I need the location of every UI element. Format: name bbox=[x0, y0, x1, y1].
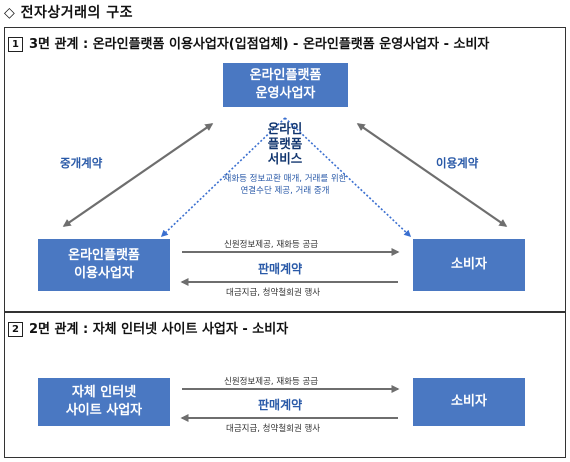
panel-two-party bbox=[4, 312, 566, 458]
user-line1: 온라인플랫폼 bbox=[68, 248, 140, 263]
service-title-line3: 서비스 bbox=[267, 151, 303, 166]
panel1-title: 1 3면 관계 : 온라인플랫폼 이용사업자(입점업체) - 온라인플랫폼 운영사… bbox=[8, 33, 489, 52]
platform-service-desc: 재화등 정보교환 매개, 거래를 위한 연결수단 제공, 거래 중개 bbox=[200, 173, 370, 197]
panel1-number: 1 bbox=[8, 37, 23, 52]
operator-line2: 운영사업자 bbox=[255, 86, 316, 101]
panel2-number: 2 bbox=[8, 322, 23, 337]
service-title-line1: 온라인 bbox=[267, 121, 303, 136]
user-line2: 이용사업자 bbox=[74, 266, 134, 281]
sale-contract-label-p1: 판매계약 bbox=[258, 262, 303, 276]
business-line2: 사이트 사업자 bbox=[65, 403, 143, 418]
panel-three-party bbox=[4, 27, 566, 312]
page-heading: ◇ 전자상거래의 구조 bbox=[4, 5, 134, 21]
supply-text-p2: 신원정보제공, 재화등 공급 bbox=[224, 377, 319, 387]
platform-service-title: 온라인 플랫폼 서비스 bbox=[255, 121, 315, 166]
consumer-label-p1: 소비자 bbox=[451, 257, 487, 272]
sale-contract-label-p2: 판매계약 bbox=[258, 398, 303, 412]
usage-contract-label: 이용계약 bbox=[436, 156, 479, 170]
operator-line1: 온라인플랫폼 bbox=[249, 68, 322, 83]
supply-text-p1: 신원정보제공, 재화등 공급 bbox=[224, 240, 319, 250]
consumer-box-p2: 소비자 bbox=[413, 378, 525, 426]
panel2-title-text: 2면 관계 : 자체 인터넷 사이트 사업자 - 소비자 bbox=[29, 322, 289, 337]
consumer-label-p2: 소비자 bbox=[451, 394, 487, 409]
panel2-title: 2 2면 관계 : 자체 인터넷 사이트 사업자 - 소비자 bbox=[8, 318, 288, 337]
service-title-line2: 플랫폼 bbox=[267, 136, 303, 151]
payment-text-p1: 대금지급, 청약철회권 행사 bbox=[226, 288, 321, 298]
dotted-arrow-to-user bbox=[160, 117, 286, 238]
brokerage-contract-label: 중개계약 bbox=[60, 156, 103, 170]
service-desc-line1: 재화등 정보교환 매개, 거래를 위한 bbox=[223, 174, 347, 184]
business-line1: 자체 인터넷 bbox=[71, 385, 137, 400]
arrow-operator-consumer bbox=[356, 123, 508, 227]
service-desc-line2: 연결수단 제공, 거래 중개 bbox=[240, 186, 330, 196]
consumer-box-p1: 소비자 bbox=[413, 239, 525, 291]
payment-text-p2: 대금지급, 청약철회권 행사 bbox=[226, 424, 321, 434]
panel1-title-text: 3면 관계 : 온라인플랫폼 이용사업자(입점업체) - 온라인플랫폼 운영사업… bbox=[29, 37, 490, 52]
arrow-operator-user bbox=[62, 123, 214, 227]
dotted-arrow-to-consumer bbox=[284, 117, 412, 238]
